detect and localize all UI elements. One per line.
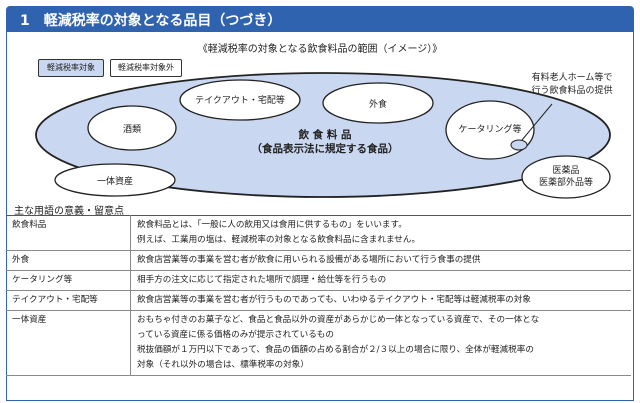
food-ellipse	[35, 72, 611, 198]
table-row: テイクアウト・宅配等 飲食店営業等の事業を営む者が行うものであっても、いわゆるテ…	[6, 290, 631, 311]
legend-out-of-scope: 軽減税率対象外	[110, 59, 182, 77]
glossary-title: 主な用語の意義・留意点	[14, 206, 124, 217]
elderly-home-ellipse	[510, 139, 528, 151]
definition-cell: 飲食店営業等の事業を営む者が行うものであっても、いわゆるテイクアウト・宅配等は軽…	[130, 290, 631, 311]
dining-out-label: 外食	[368, 100, 387, 110]
legend-in-scope: 軽減税率対象	[38, 59, 104, 77]
alcohol-label: 酒類	[122, 125, 141, 135]
term-cell: ケータリング等	[6, 270, 131, 291]
table-row: 外食 飲食店営業等の事業を営む者が飲食に用いられる設備がある場所において行う食事…	[6, 250, 631, 271]
dining-out-ellipse	[322, 82, 434, 124]
alcohol-ellipse	[87, 105, 177, 151]
takeout-label: テイクアウト・宅配等	[195, 96, 285, 106]
definition-cell: 相手方の注文に応じて指定された場所で調理・給仕等を行うもの	[130, 270, 631, 291]
drugs-ellipse	[521, 155, 611, 199]
glossary-table: 飲食料品 飲食料品とは、「一般に人の飲用又は食用に供するもの」をいいます。 例え…	[6, 215, 631, 376]
food-title: 飲 食 料 品	[298, 129, 352, 141]
bundled-ellipse	[54, 163, 176, 197]
header-bar: 1 軽減税率の対象となる品目（つづき）	[6, 6, 634, 32]
term-cell: 一体資産	[6, 310, 131, 376]
bundled-label: 一体資産	[96, 177, 133, 187]
table-row: 一体資産 おもちゃ付きのお菓子など、食品と食品以外の資産があらかじめ一体となって…	[6, 310, 631, 376]
catering-label: ケータリング等	[458, 125, 522, 135]
definition-cell: 飲食店営業等の事業を営む者が飲食に用いられる設備がある場所において行う食事の提供	[130, 250, 631, 271]
food-subtitle: （食品表示法に規定する食品）	[251, 143, 399, 155]
table-row: 飲食料品 飲食料品とは、「一般に人の飲用又は食用に供するもの」をいいます。 例え…	[6, 215, 631, 251]
takeout-ellipse	[179, 79, 301, 121]
diagram-subtitle: 《軽減税率の対象となる飲食料品の範囲（イメージ）》	[197, 44, 443, 55]
table-row: ケータリング等 相手方の注文に応じて指定された場所で調理・給仕等を行うもの	[6, 270, 631, 291]
food-center-label: 飲 食 料 品 （食品表示法に規定する食品）	[250, 128, 400, 156]
term-cell: テイクアウト・宅配等	[6, 290, 131, 311]
term-cell: 飲食料品	[6, 215, 131, 251]
elderly-home-pointer	[521, 103, 553, 141]
drugs-label: 医薬品 医薬部外品等	[538, 166, 593, 188]
definition-cell: 飲食料品とは、「一般に人の飲用又は食用に供するもの」をいいます。 例えば、工業用…	[130, 215, 631, 251]
page-title: 1 軽減税率の対象となる品目（つづき）	[20, 13, 282, 29]
term-cell: 外食	[6, 250, 131, 271]
definition-cell: おもちゃ付きのお菓子など、食品と食品以外の資産があらかじめ一体となっている資産で…	[130, 310, 631, 376]
elderly-home-label: 有料老人ホーム等で 行う飲食料品の提供	[531, 73, 613, 96]
